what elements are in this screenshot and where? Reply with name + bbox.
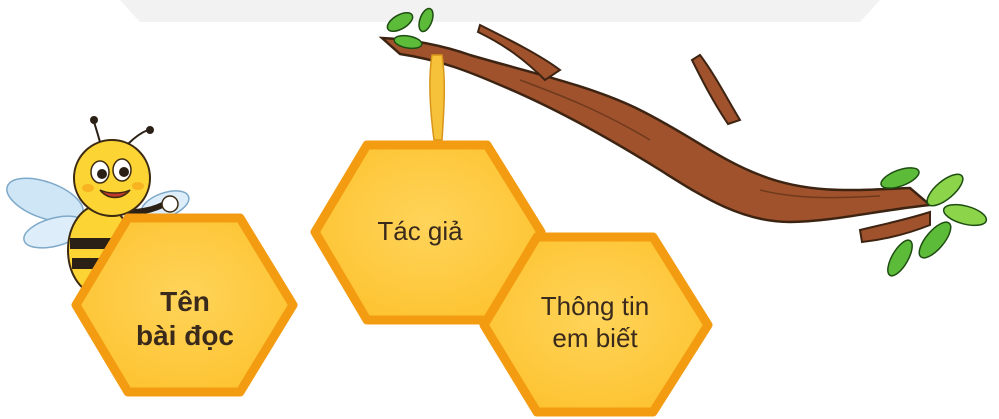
author-text: Tác giả: [377, 215, 462, 247]
top-banner-shape: [120, 0, 880, 22]
info-line-2: em biết: [541, 322, 649, 354]
title-line-1: Tên: [136, 285, 234, 319]
honey-drip: [430, 55, 444, 140]
leaf-icon: [883, 237, 917, 280]
branch-twig-mid: [692, 55, 740, 124]
title-line-2: bài đọc: [136, 319, 234, 353]
hexagon-title-label: Tên bài đọc: [105, 285, 265, 353]
branch-twig-bottom: [860, 212, 930, 242]
info-line-1: Thông tin: [541, 290, 649, 322]
hexagon-author-label: Tác giả: [335, 215, 505, 247]
hexagon-info-label: Thông tin em biết: [505, 290, 685, 354]
